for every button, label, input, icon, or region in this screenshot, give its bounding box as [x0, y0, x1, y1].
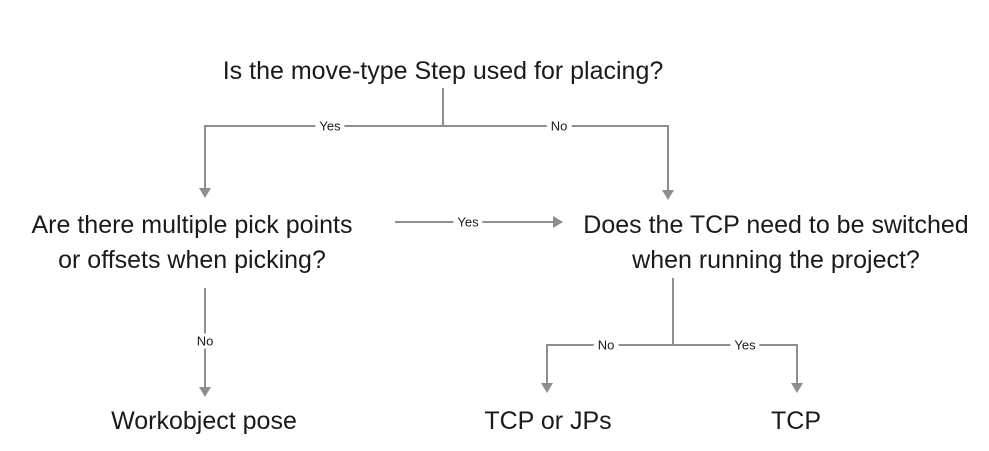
- question-tcp-switch-line1: Does the TCP need to be switched: [583, 211, 969, 239]
- connector-root-no-arrow: [662, 125, 674, 200]
- edge-label-pick-no: No: [192, 333, 218, 349]
- question-tcp-switch-line2: when running the project?: [632, 246, 920, 274]
- question-root: Is the move-type Step used for placing?: [222, 57, 664, 85]
- question-pick-points: Are there multiple pick points or offset…: [32, 208, 353, 278]
- edge-label-tcp-no: No: [593, 337, 619, 353]
- question-pick-points-line2: or offsets when picking?: [58, 246, 326, 274]
- edge-label-pick-yes: Yes: [453, 214, 483, 230]
- edge-label-root-no: No: [546, 118, 572, 134]
- connector-root-yes-arrow: [199, 125, 211, 198]
- edge-label-tcp-yes: Yes: [730, 337, 760, 353]
- outcome-tcp-or-jps: TCP or JPs: [484, 407, 612, 435]
- question-tcp-switch: Does the TCP need to be switched when ru…: [583, 208, 968, 278]
- outcome-tcp: TCP: [771, 407, 821, 435]
- question-pick-points-line1: Are there multiple pick points: [31, 211, 353, 239]
- edge-label-root-yes: Yes: [315, 118, 345, 134]
- connector-tcp-yes-arrow: [791, 344, 803, 393]
- connector-tcp-no-arrow: [541, 344, 553, 393]
- outcome-workobject-pose: Workobject pose: [111, 407, 297, 435]
